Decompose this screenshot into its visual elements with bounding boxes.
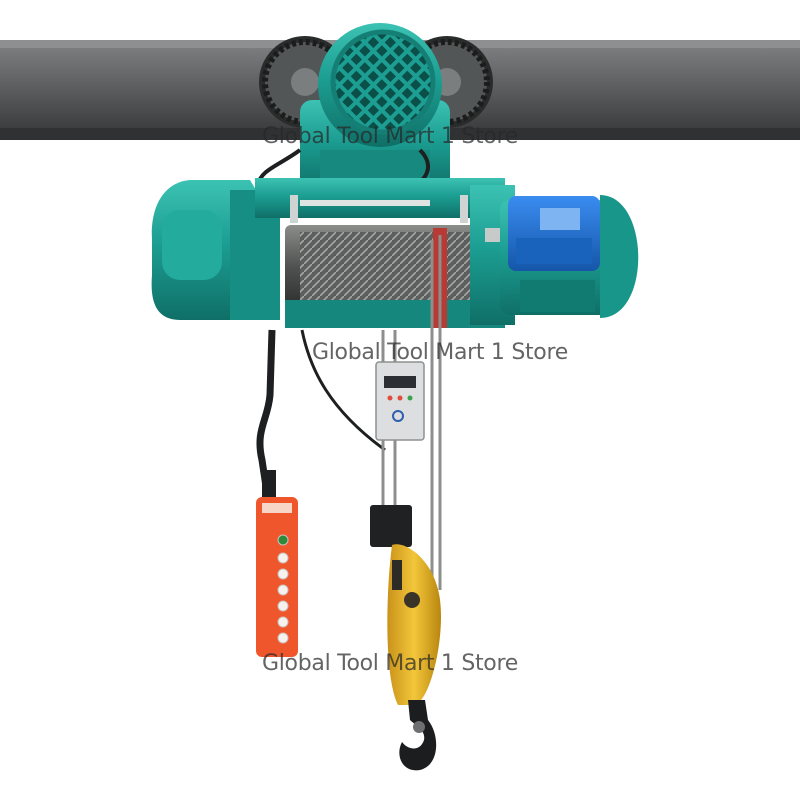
pendant-controller xyxy=(256,470,298,657)
cable xyxy=(256,329,386,501)
watermark-text: Global Tool Mart 1 Store xyxy=(262,124,518,149)
watermark-text: Global Tool Mart 1 Store xyxy=(312,340,568,365)
button-icon xyxy=(277,534,289,644)
hoist-body xyxy=(151,178,639,328)
fan-icon xyxy=(330,29,436,135)
hook-icon xyxy=(370,505,441,771)
load-display xyxy=(375,361,425,441)
watermark-text: Global Tool Mart 1 Store xyxy=(262,651,518,676)
motor-box xyxy=(508,196,600,271)
